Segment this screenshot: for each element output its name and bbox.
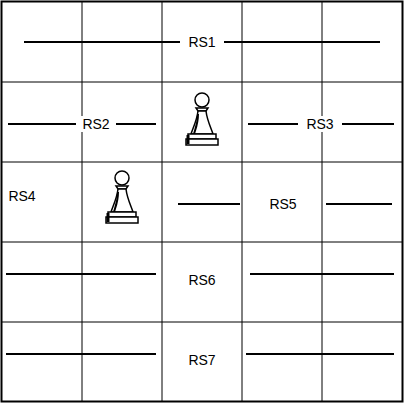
pawn-piece — [186, 93, 218, 145]
rail-label: RS3 — [304, 116, 335, 132]
rail-label: RS2 — [80, 116, 111, 132]
rail-label: RS4 — [6, 188, 37, 204]
rail-label: RS6 — [186, 272, 217, 288]
rail-label: RS1 — [186, 34, 217, 50]
rail-label: RS5 — [267, 196, 298, 212]
pawn-piece — [106, 171, 138, 223]
rail-segments — [6, 42, 394, 354]
rail-label: RS7 — [186, 352, 217, 368]
